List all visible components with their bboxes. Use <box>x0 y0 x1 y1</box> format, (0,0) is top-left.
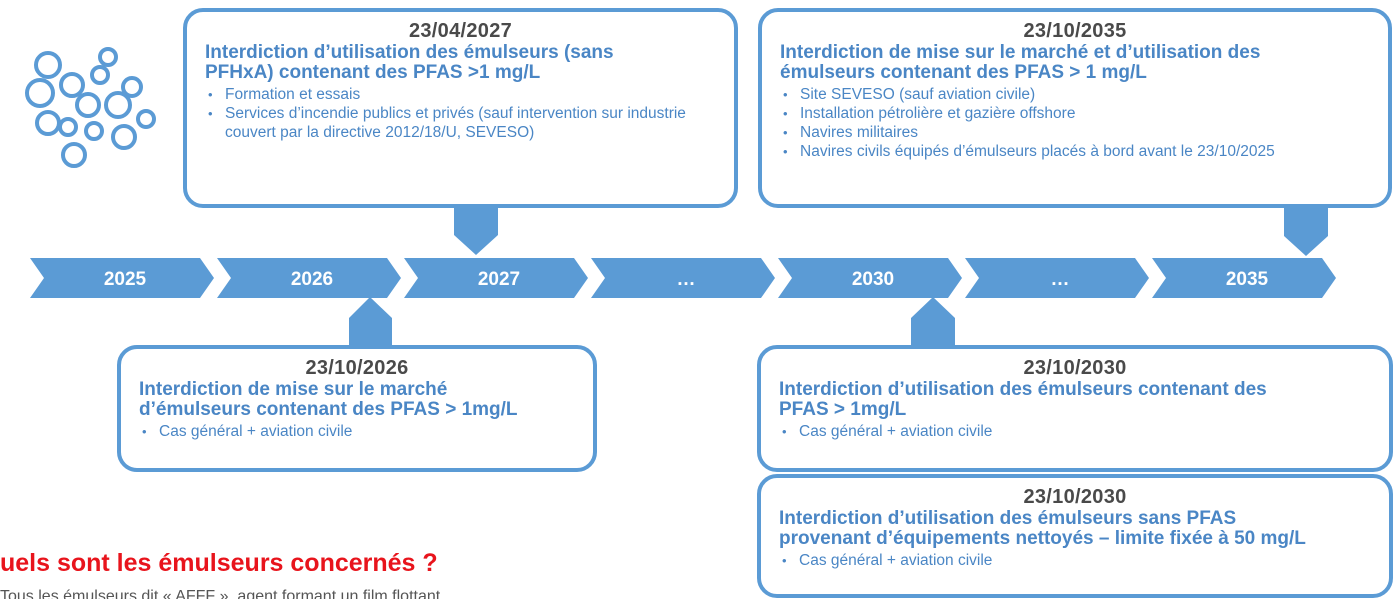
timeline-chevron-2 <box>404 258 588 298</box>
card-title-line: Interdiction d’utilisation des émulseurs… <box>205 42 614 63</box>
timeline-chevron-3 <box>591 258 775 298</box>
timeline-chevron-1 <box>217 258 401 298</box>
timeline-arrows: 2025 2026 2027 … 2030 … 2035 <box>30 258 1336 298</box>
timeline-year-label: 2026 <box>291 269 333 290</box>
card-bullet: Installation pétrolière et gazière offsh… <box>780 104 1374 123</box>
card-date: 23/10/2030 <box>1023 486 1127 508</box>
timeline-chevron-6 <box>1152 258 1336 298</box>
timeline-year-label: 2027 <box>478 269 520 290</box>
card-title-line: provenant d’équipements nettoyés – limit… <box>779 528 1306 549</box>
section-question-heading: uels sont les émulseurs concernés ? <box>0 549 438 577</box>
milestone-card-2026: 23/10/2026 Interdiction de mise sur le m… <box>117 345 597 472</box>
timeline-year-label: … <box>1051 269 1070 290</box>
card-bullet: Cas général + aviation civile <box>779 422 1375 441</box>
milestone-card-2027: 23/04/2027 Interdiction d’utilisation de… <box>183 8 738 208</box>
milestone-card-2030-a: 23/10/2030 Interdiction d’utilisation de… <box>757 345 1393 472</box>
card-date: 23/10/2035 <box>1023 20 1127 42</box>
timeline-chevron-5 <box>965 258 1149 298</box>
card-date: 23/04/2027 <box>408 20 513 42</box>
bubbles-logo-icon <box>20 45 165 175</box>
timeline-year-label: 2025 <box>104 269 147 290</box>
pointer-2026 <box>349 297 392 345</box>
card-title-line: Interdiction d’utilisation des émulseurs… <box>779 379 1267 400</box>
card-title-line: PFHxA) contenant des PFAS >1 mg/L <box>205 62 541 83</box>
card-bullet: Navires civils équipés d’émulseurs placé… <box>780 142 1374 161</box>
pointer-2027 <box>454 208 498 255</box>
card-bullet: Cas général + aviation civile <box>779 551 1375 570</box>
card-title: Interdiction d’utilisation des émulseurs… <box>201 43 720 83</box>
card-bullets: Cas général + aviation civile <box>775 551 1375 570</box>
timeline-year-label: 2030 <box>852 269 894 290</box>
pointer-2035 <box>1284 208 1328 256</box>
pointer-2030 <box>911 297 955 345</box>
card-bullet: Services d’incendie publics et privés (s… <box>205 104 720 142</box>
card-title-line: émulseurs contenant des PFAS > 1 mg/L <box>780 62 1147 83</box>
timeline-year-label: … <box>677 269 696 290</box>
card-title-line: Interdiction de mise sur le marché et d’… <box>780 42 1261 63</box>
card-title-line: PFAS > 1mg/L <box>779 399 907 420</box>
section-partial-line: Tous les émulseurs dit « AFFF », agent f… <box>0 588 441 599</box>
card-bullets: Cas général + aviation civile <box>775 422 1375 441</box>
card-bullets: Formation et essais Services d’incendie … <box>201 85 720 142</box>
card-bullets: Cas général + aviation civile <box>135 422 579 441</box>
timeline-year-label: 2035 <box>1226 269 1269 290</box>
card-title: Interdiction de mise sur le marché d’ému… <box>135 380 579 420</box>
card-title-line: d’émulseurs contenant des PFAS > 1mg/L <box>139 399 518 420</box>
milestone-card-2030-b: 23/10/2030 Interdiction d’utilisation de… <box>757 474 1393 598</box>
timeline-chevron-4 <box>778 258 962 298</box>
card-title: Interdiction de mise sur le marché et d’… <box>776 43 1374 83</box>
card-bullet: Site SEVESO (sauf aviation civile) <box>780 85 1374 104</box>
card-date: 23/10/2026 <box>305 357 409 379</box>
card-title-line: Interdiction d’utilisation des émulseurs… <box>779 508 1237 529</box>
card-bullets: Site SEVESO (sauf aviation civile) Insta… <box>776 85 1374 161</box>
card-title-line: Interdiction de mise sur le marché <box>139 379 448 400</box>
milestone-card-2035: 23/10/2035 Interdiction de mise sur le m… <box>758 8 1392 208</box>
section-partial-text: Tous les émulseurs dit « AFFF », agent f… <box>0 585 740 599</box>
card-bullet: Cas général + aviation civile <box>139 422 579 441</box>
card-title: Interdiction d’utilisation des émulseurs… <box>775 509 1375 549</box>
card-bullet: Navires militaires <box>780 123 1374 142</box>
timeline-chevron-0 <box>30 258 214 298</box>
card-title: Interdiction d’utilisation des émulseurs… <box>775 380 1375 420</box>
card-bullet: Formation et essais <box>205 85 720 104</box>
card-date: 23/10/2030 <box>1023 357 1127 379</box>
